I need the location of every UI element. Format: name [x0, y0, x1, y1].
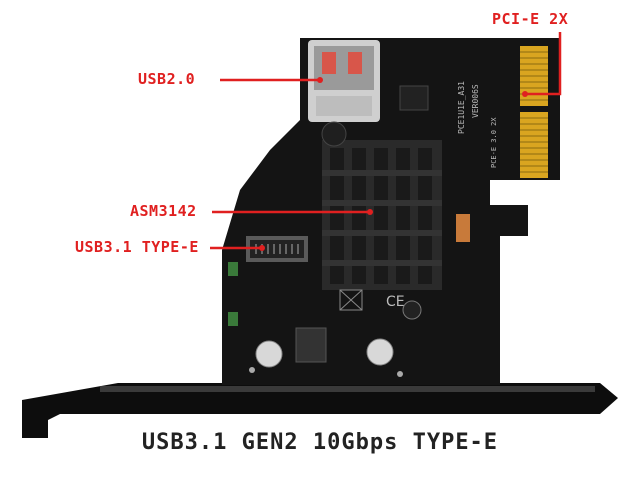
metal-bracket [22, 383, 618, 438]
board-model-text: PCE1U1E_A31 [457, 81, 466, 134]
type-e-connector [246, 236, 308, 262]
ce-mark: CE [386, 294, 405, 310]
components [228, 85, 470, 377]
usb31-typee-label: USB3.1 TYPE-E [75, 238, 199, 256]
pcie-label: PCI-E 2X [492, 10, 569, 28]
board-bus-text: PCE-E 3.0 2X [490, 117, 498, 168]
product-caption: USB3.1 GEN2 10Gbps TYPE-E [141, 430, 499, 455]
usb2-label: USB2.0 [138, 70, 196, 88]
usb2-header [308, 40, 380, 122]
heatsink [322, 140, 442, 290]
pcie-gold-fingers [520, 46, 548, 178]
asm3142-label: ASM3142 [130, 202, 197, 220]
board-version-text: VER006S [471, 84, 480, 118]
callout-lines [210, 32, 562, 250]
